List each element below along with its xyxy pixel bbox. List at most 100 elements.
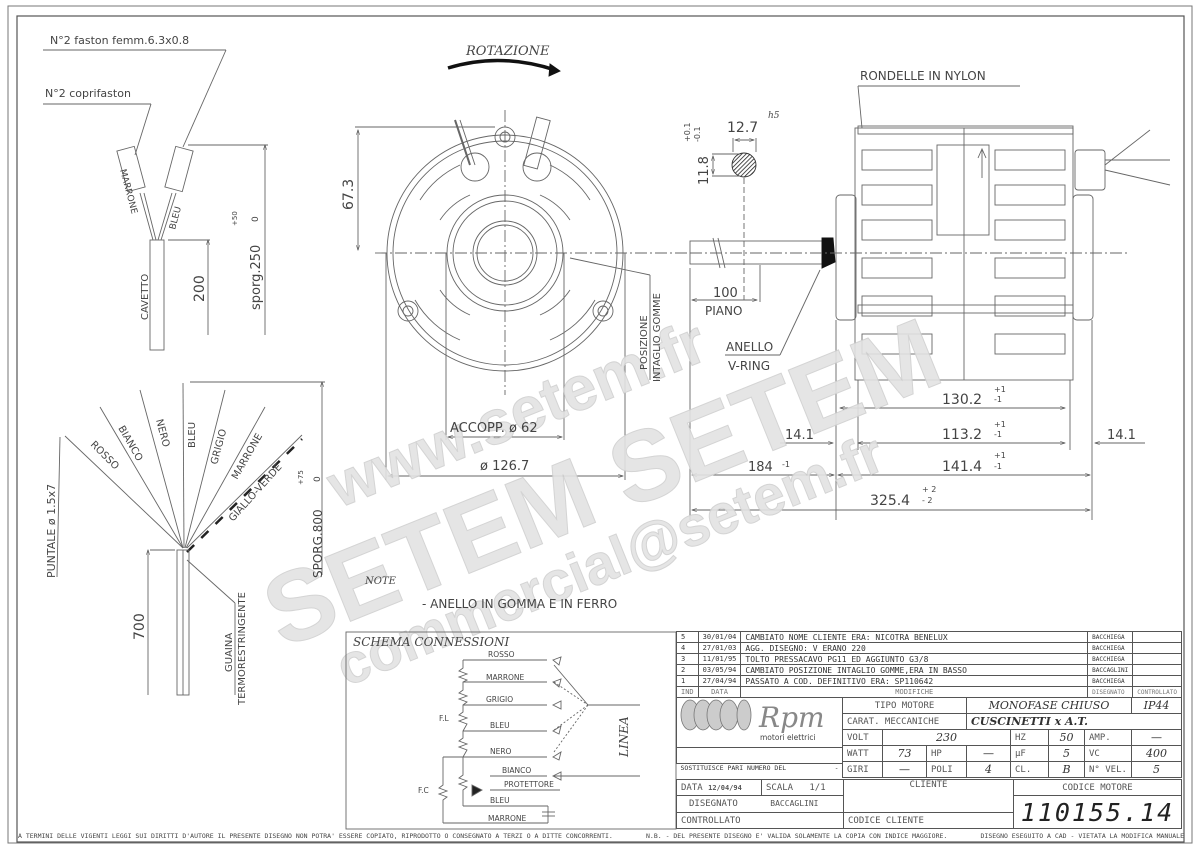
svg-text:BIANCO: BIANCO bbox=[502, 766, 531, 775]
cooling-fins bbox=[861, 149, 1066, 355]
dim-184: 184 bbox=[748, 460, 773, 475]
hp-value: — bbox=[966, 745, 1011, 762]
tipo-motore-value: MONOFASE CHIUSO bbox=[966, 697, 1132, 714]
svg-text:-1: -1 bbox=[994, 395, 1002, 404]
wire-label-marrone: MARRONE bbox=[230, 432, 265, 482]
wire-label-bleu: BLEU bbox=[187, 422, 198, 448]
speeds-value: 5 bbox=[1130, 761, 1183, 778]
wire-label-nero: NERO bbox=[153, 418, 171, 449]
label-v-ring: V-RING bbox=[728, 359, 770, 373]
ip-rating: IP44 bbox=[1130, 697, 1183, 714]
dim-113-2: 113.2 bbox=[942, 427, 982, 443]
svg-text:NERO: NERO bbox=[490, 747, 512, 756]
label-guaina: GUAINA bbox=[224, 633, 235, 672]
svg-text:0: 0 bbox=[313, 476, 323, 482]
wire-label-grigio: GRIGIO bbox=[209, 428, 229, 466]
svg-text:+75: +75 bbox=[297, 470, 305, 485]
outer-border bbox=[7, 5, 1193, 844]
dim-200: 200 bbox=[192, 275, 208, 302]
copyright-note: A TERMINI DELLE VIGENTI LEGGI SUI DIRITT… bbox=[18, 832, 613, 840]
carat-meccaniche-value: CUSCINETTI x A.T. bbox=[966, 713, 1182, 730]
label-fc: F.C bbox=[418, 786, 429, 795]
dim-sporg-800: SPORG.800 bbox=[311, 509, 325, 578]
dim-141-4: 141.4 bbox=[942, 459, 982, 475]
svg-text:GRIGIO: GRIGIO bbox=[486, 695, 513, 704]
dim-130-2: 130.2 bbox=[942, 392, 982, 408]
cad-note: DISEGNO ESEGUITO A CAD - VIETATA LA MODI… bbox=[980, 832, 1185, 840]
lead-wires-drawing bbox=[43, 49, 325, 696]
dim-sporg-250: sporg.250 bbox=[249, 245, 264, 310]
svg-text:+1: +1 bbox=[994, 385, 1006, 394]
watt-value: 73 bbox=[882, 745, 927, 762]
dim-67-3: 67.3 bbox=[341, 179, 357, 210]
tol-shaft-bot: -0.1 bbox=[693, 126, 702, 142]
label-rondelle-nylon: RONDELLE IN NYLON bbox=[860, 69, 986, 83]
amp-value: — bbox=[1130, 729, 1183, 746]
dim-14-1-left: 14.1 bbox=[785, 428, 814, 443]
label-rotazione: ROTAZIONE bbox=[465, 44, 550, 59]
dim-shaft-12-7: 12.7 bbox=[727, 120, 758, 136]
volt-value: 230 bbox=[882, 729, 1011, 746]
schema-title: SCHEMA CONNESSIONI bbox=[353, 635, 509, 649]
tol-bot: 0 bbox=[251, 216, 261, 222]
label-coprifaston: N°2 coprifaston bbox=[45, 87, 131, 100]
svg-text:MARRONE: MARRONE bbox=[488, 814, 527, 823]
label-puntale: PUNTALE ø 1.5x7 bbox=[45, 484, 58, 578]
label-piano: PIANO bbox=[705, 304, 742, 318]
dim-325-4: 325.4 bbox=[870, 493, 910, 509]
svg-text:-1: -1 bbox=[782, 460, 790, 469]
codice-motore-value: 110155.14 bbox=[1013, 795, 1182, 829]
motor-front-view bbox=[355, 58, 690, 480]
schematic-labels: SCHEMA CONNESSIONI ROSSO MARRONE GRIGIO … bbox=[353, 635, 631, 823]
tol-h5: h5 bbox=[768, 111, 780, 121]
footer-notes: A TERMINI DELLE VIGENTI LEGGI SUI DIRITT… bbox=[18, 832, 1184, 842]
label-fl: F.L bbox=[439, 714, 449, 723]
note-item-1: - ANELLO IN GOMMA E IN FERRO bbox=[422, 597, 617, 611]
poli-value: 4 bbox=[966, 761, 1011, 778]
inner-border bbox=[16, 15, 1185, 843]
dim-100: 100 bbox=[713, 286, 738, 301]
logo-cell: SOSTITUISCE PARI NUMERO DEL- bbox=[676, 697, 843, 780]
dim-14-1-right: 14.1 bbox=[1107, 428, 1136, 443]
motor-side-view bbox=[689, 85, 1171, 520]
hz-value: 50 bbox=[1048, 729, 1085, 746]
label-faston: N°2 faston femm.6.3x0.8 bbox=[50, 34, 189, 47]
dim-shaft-11-8: 11.8 bbox=[697, 156, 712, 185]
tol-shaft-top: +0.1 bbox=[683, 123, 692, 142]
label-termorestringente: TERMORESTRINGENTE bbox=[237, 592, 248, 706]
label-posizione: POSIZIONE bbox=[639, 315, 650, 370]
label-anello: ANELLO bbox=[726, 340, 773, 354]
svg-text:+1: +1 bbox=[994, 420, 1006, 429]
svg-text:BLEU: BLEU bbox=[490, 796, 510, 805]
svg-text:-1: -1 bbox=[994, 462, 1002, 471]
class-value: B bbox=[1048, 761, 1085, 778]
svg-text:ROSSO: ROSSO bbox=[488, 650, 515, 659]
note-title: NOTE bbox=[364, 576, 397, 587]
vc-value: 400 bbox=[1130, 745, 1183, 762]
svg-text:MARRONE: MARRONE bbox=[486, 673, 525, 682]
dim-accopp-62: ACCOPP. ø 62 bbox=[450, 421, 538, 436]
data-cell: DATA 12/04/94 bbox=[676, 779, 762, 796]
dim-diameter-126-7: ø 126.7 bbox=[480, 459, 529, 474]
wire-label-rosso: ROSSO bbox=[88, 439, 121, 472]
tol-top: +50 bbox=[231, 211, 239, 226]
svg-text:-1: -1 bbox=[994, 430, 1002, 439]
wiring-schematic bbox=[345, 631, 677, 830]
label-linea: LINEA bbox=[617, 716, 631, 758]
label-marrone: MARRONE bbox=[117, 168, 139, 215]
uf-value: 5 bbox=[1048, 745, 1085, 762]
svg-text:- 2: - 2 bbox=[922, 496, 933, 505]
giri-value: — bbox=[882, 761, 927, 778]
svg-text:+ 2: + 2 bbox=[922, 485, 936, 494]
svg-text:PROTETTORE: PROTETTORE bbox=[504, 780, 554, 789]
svg-text:+1: +1 bbox=[994, 451, 1006, 460]
